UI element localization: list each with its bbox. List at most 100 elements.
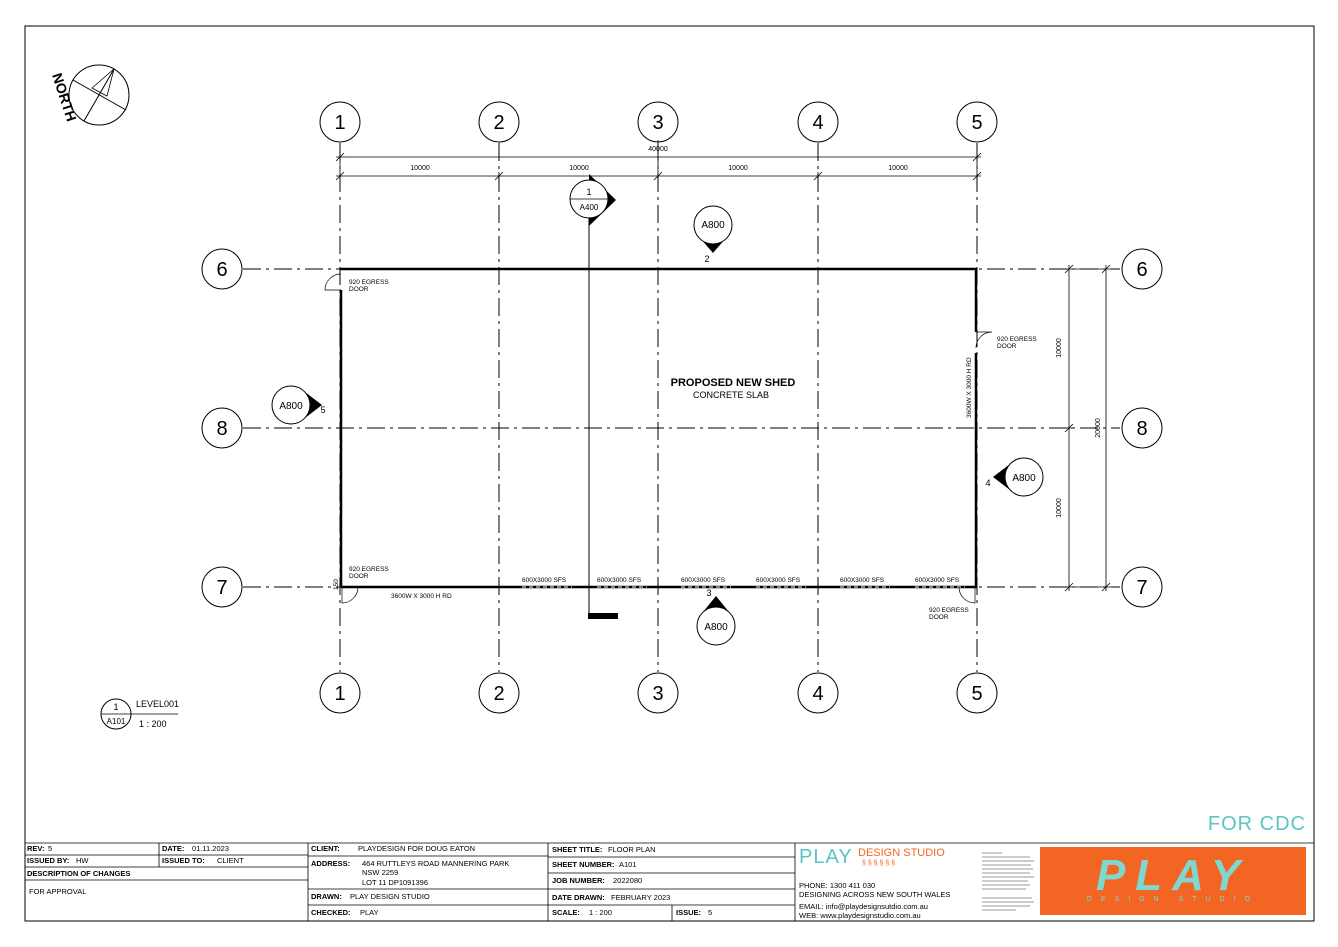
view-tag-number: 1 bbox=[113, 702, 118, 712]
issued-by-label: ISSUED BY: bbox=[27, 856, 69, 865]
view-tag-scale: 1 : 200 bbox=[139, 719, 167, 729]
grid-bottom-3: 3 bbox=[652, 683, 663, 705]
title-block-text: REV: 5 DATE: 01.11.2023 ISSUED BY: HW IS… bbox=[27, 844, 712, 917]
sfs-5: 600X3000 SFS bbox=[840, 577, 885, 584]
copyright-fine-print bbox=[982, 852, 1034, 911]
play-logo: PLAY bbox=[1095, 851, 1251, 900]
dim-right-1: 10000 bbox=[1056, 338, 1063, 358]
play-logo-subtitle: DESIGN STUDIO bbox=[1086, 896, 1260, 903]
grid-top-1: 1 bbox=[334, 112, 345, 134]
company-play: PLAY bbox=[799, 846, 853, 868]
sfs-3: 600X3000 SFS bbox=[681, 577, 726, 584]
dim-right-2: 10000 bbox=[1056, 498, 1063, 518]
company-design-studio: DESIGN STUDIO bbox=[858, 847, 945, 859]
grid-left-8: 8 bbox=[216, 418, 227, 440]
elev-2-sheet: A800 bbox=[701, 220, 725, 231]
date-drawn-label: DATE DRAWN: bbox=[552, 893, 605, 902]
dim-span-3: 10000 bbox=[728, 165, 748, 172]
client-value: PLAYDESIGN FOR DOUG EATON bbox=[358, 844, 475, 853]
small-dim-150: 150 bbox=[333, 579, 340, 590]
dim-span-1: 10000 bbox=[410, 165, 430, 172]
elevation-marker-3: A800 3 bbox=[696, 588, 736, 646]
door-swings bbox=[324, 273, 993, 604]
issued-to-label: ISSUED TO: bbox=[162, 856, 205, 865]
opening-labels: 3600W X 3000 H RD 3600W X 3000 H RD 600X… bbox=[333, 357, 973, 600]
elev-4-number: 4 bbox=[985, 478, 990, 488]
building-walls bbox=[339, 267, 978, 589]
grid-bottom-1: 1 bbox=[334, 683, 345, 705]
elevation-marker-5: A800 5 bbox=[271, 385, 326, 425]
plan-title: PROPOSED NEW SHED bbox=[671, 377, 796, 389]
client-label: CLIENT: bbox=[311, 844, 340, 853]
rev-value: 5 bbox=[48, 844, 52, 853]
top-dimension-lines bbox=[335, 140, 982, 182]
grid-right-8: 8 bbox=[1136, 418, 1147, 440]
issued-by-value: HW bbox=[76, 856, 89, 865]
north-label: NORTH bbox=[49, 71, 80, 123]
door-2-line1: 920 EGRESS bbox=[997, 336, 1037, 343]
section-marker: 1 A400 bbox=[569, 174, 618, 619]
scale-label: SCALE: bbox=[552, 908, 580, 917]
company-web: WEB: www.playdesignstudio.com.au bbox=[799, 911, 921, 920]
date-drawn-value: FEBRUARY 2023 bbox=[611, 893, 670, 902]
dim-overall: 40000 bbox=[648, 146, 668, 153]
grid-bottom-4: 4 bbox=[812, 683, 823, 705]
company-block: PLAY DESIGN STUDIO § § § § § § PHONE: 13… bbox=[799, 846, 1034, 920]
grid-bottom-5: 5 bbox=[971, 683, 982, 705]
dim-span-2: 10000 bbox=[569, 165, 589, 172]
elevation-marker-4: A800 4 bbox=[985, 457, 1044, 497]
sfs-6: 600X3000 SFS bbox=[915, 577, 960, 584]
door-1-line1: 920 EGRESS bbox=[349, 279, 389, 286]
sfs-2: 600X3000 SFS bbox=[597, 577, 642, 584]
north-arrow: NORTH bbox=[49, 64, 130, 126]
issue-label: ISSUE: bbox=[676, 908, 701, 917]
elev-3-sheet: A800 bbox=[704, 622, 728, 633]
address-line2: NSW 2259 bbox=[362, 868, 398, 877]
grid-lines bbox=[243, 143, 1120, 672]
top-dimension-text: 40000 10000 10000 10000 10000 bbox=[410, 146, 908, 172]
sheet-title-value: FLOOR PLAN bbox=[608, 845, 656, 854]
checked-value: PLAY bbox=[360, 908, 379, 917]
view-tag: 1 A101 LEVEL001 1 : 200 bbox=[100, 698, 179, 730]
issue-value: 5 bbox=[708, 908, 712, 917]
grid-left-7: 7 bbox=[216, 577, 227, 599]
grid-top-5: 5 bbox=[971, 112, 982, 134]
door-1-line2: DOOR bbox=[349, 286, 369, 293]
sfs-1: 600X3000 SFS bbox=[522, 577, 567, 584]
changes-value: FOR APPROVAL bbox=[29, 887, 86, 896]
company-designing: DESIGNING ACROSS NEW SOUTH WALES bbox=[799, 890, 950, 899]
grid-bottom-2: 2 bbox=[493, 683, 504, 705]
elev-4-sheet: A800 bbox=[1012, 473, 1036, 484]
view-tag-sheet: A101 bbox=[107, 717, 126, 726]
roller-door-right: 3600W X 3000 H RD bbox=[966, 357, 973, 418]
address-label: ADDRESS: bbox=[311, 859, 350, 868]
issued-to-value: CLIENT bbox=[217, 856, 244, 865]
grid-right-6: 6 bbox=[1136, 259, 1147, 281]
grid-top-2: 2 bbox=[493, 112, 504, 134]
grid-left-6: 6 bbox=[216, 259, 227, 281]
date-value: 01.11.2023 bbox=[192, 844, 229, 853]
for-cdc-stamp: FOR CDC bbox=[1207, 813, 1306, 835]
job-number-label: JOB NUMBER: bbox=[552, 876, 605, 885]
play-logo-background bbox=[1040, 847, 1306, 915]
drawn-value: PLAY DESIGN STUDIO bbox=[350, 892, 430, 901]
company-tagline: § § § § § § bbox=[862, 860, 895, 867]
grid-top-3: 3 bbox=[652, 112, 663, 134]
sfs-4: 600X3000 SFS bbox=[756, 577, 801, 584]
company-email: EMAIL: info@playdesignsutdio.com.au bbox=[799, 902, 928, 911]
section-sheet: A400 bbox=[580, 203, 599, 212]
grid-top-4: 4 bbox=[812, 112, 823, 134]
door-4-line2: DOOR bbox=[929, 614, 949, 621]
checked-label: CHECKED: bbox=[311, 908, 351, 917]
sheet-title-label: SHEET TITLE: bbox=[552, 845, 602, 854]
address-line1: 464 RUTTLEYS ROAD MANNERING PARK bbox=[362, 859, 509, 868]
dim-right-overall: 20000 bbox=[1095, 418, 1102, 438]
date-label: DATE: bbox=[162, 844, 184, 853]
scale-value: 1 : 200 bbox=[589, 908, 612, 917]
sheet-border bbox=[24, 25, 1315, 922]
door-2-line2: DOOR bbox=[997, 343, 1017, 350]
roller-door-bottom: 3600W X 3000 H RD bbox=[391, 593, 452, 600]
view-tag-name: LEVEL001 bbox=[136, 699, 179, 709]
job-number-value: 2022080 bbox=[613, 876, 642, 885]
elev-5-number: 5 bbox=[320, 405, 325, 415]
